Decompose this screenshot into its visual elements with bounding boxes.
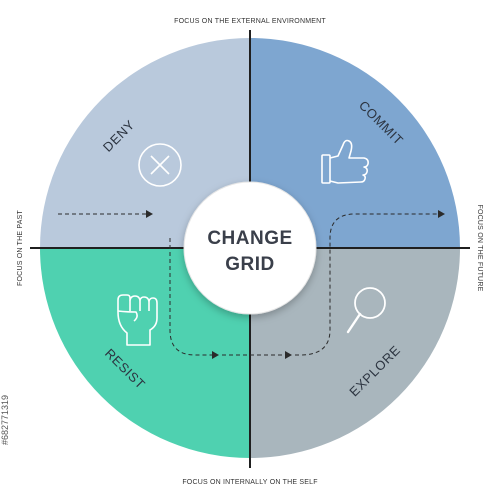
flow-arrowhead (285, 351, 292, 359)
thumbs-up-icon (321, 139, 369, 184)
center-title-line1: CHANGE (207, 228, 292, 249)
flow-arrowhead (146, 210, 153, 218)
quadrant-resist (40, 248, 250, 458)
quadrant-explore (250, 248, 460, 458)
flow-arrowhead (212, 351, 219, 359)
axis-label-right: FOCUS ON THE FUTURE (476, 205, 483, 292)
watermark-id: #682771319 (0, 395, 10, 445)
quadrant-deny (40, 38, 250, 248)
center-circle (183, 181, 317, 315)
axis-label-top: FOCUS ON THE EXTERNAL ENVIRONMENT (174, 18, 326, 25)
flow-arrowhead (438, 210, 445, 218)
magnifier-icon (346, 287, 386, 334)
quadrant-commit (250, 38, 460, 248)
fist-icon (117, 294, 158, 346)
cross-circle-icon (138, 143, 182, 187)
axis-label-left: FOCUS ON THE PAST (17, 210, 24, 286)
flow-path (58, 213, 438, 356)
axis-label-bottom: FOCUS ON INTERNALLY ON THE SELF (182, 479, 317, 486)
center-title-line2: GRID (225, 254, 275, 275)
